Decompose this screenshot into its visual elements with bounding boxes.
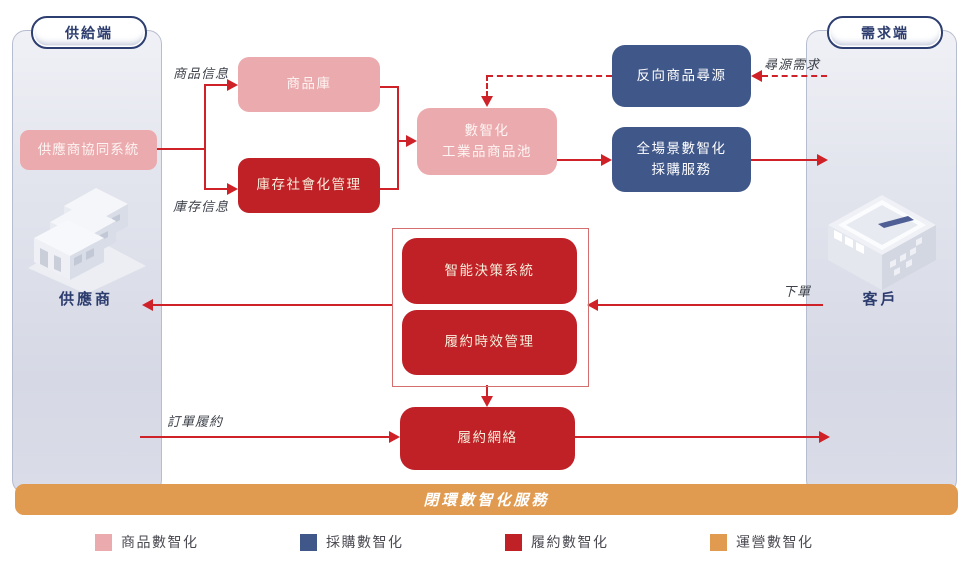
fulfillment-group-frame [392,228,589,387]
legend-item-procurement: 採購數智化 [300,532,404,552]
arrowhead-to-product-library [227,79,238,91]
arrowhead-network-to-customer [819,431,830,443]
customer-building-icon [820,178,945,293]
arrowhead-order-fulfillment [389,431,400,443]
legend-label-fulfillment: 履約數智化 [531,535,609,551]
arrow-order-fulfillment [140,436,390,438]
dashed-arrow-sourcing-to-pool-v [486,75,488,97]
arrow-to-pool [397,140,407,142]
arrow-to-product-library [204,84,228,86]
arrow-pool-to-procurement [557,159,602,161]
closed-loop-service-label: 閉環數智化服務 [423,491,550,509]
arrow-split-junction [204,84,206,190]
arrow-place-order [598,304,823,306]
fulfillment-network-box: 履約網絡 [400,407,575,470]
legend-swatch-fulfillment [505,533,522,551]
arrowhead-group-to-supplier [142,299,153,311]
arrow-merge-junction [397,86,399,190]
dashed-arrow-sourcing-demand [762,75,827,77]
arrow-inventory-out [380,188,399,190]
arrow-supplier-system-out [157,148,206,150]
digital-industrial-pool-box: 數智化 工業品商品池 [417,108,557,175]
demand-side-badge: 需求端 [827,16,943,49]
supply-side-badge: 供給端 [31,16,147,49]
closed-loop-service-bar: 閉環數智化服務 [15,484,958,515]
customer-entity-label: 客戶 [862,290,899,308]
inventory-info-label: 庫存信息 [173,200,230,215]
legend-swatch-operations [710,533,727,551]
arrowhead-place-order [587,299,598,311]
product-info-label: 商品信息 [173,67,230,82]
product-library-box: 商品庫 [238,57,380,112]
arrow-library-out [380,86,399,88]
fulfillment-timeliness-mgmt-box: 履約時效管理 [402,310,577,375]
arrow-network-to-customer [575,436,820,438]
inventory-socialized-mgmt-box: 庫存社會化管理 [238,158,380,213]
supplier-entity-label: 供應商 [58,290,113,308]
arrow-procurement-to-customer [751,159,818,161]
order-fulfillment-label: 訂單履約 [167,415,224,430]
full-scenario-procurement-box: 全場景數智化 採購服務 [612,127,751,192]
reverse-product-sourcing-box: 反向商品尋源 [612,45,751,107]
arrowhead-to-pool [406,135,417,147]
arrowhead-procurement-to-customer [817,154,828,166]
legend-swatch-procurement [300,533,317,551]
sourcing-demand-label: 尋源需求 [764,58,821,73]
legend-label-procurement: 採購數智化 [326,535,404,551]
arrowhead-sourcing-demand [751,70,762,82]
legend-item-fulfillment: 履約數智化 [505,532,609,552]
dashed-arrow-sourcing-to-pool-h [487,75,612,77]
warehouse-icon [24,180,151,294]
arrowhead-group-to-network [481,396,493,407]
legend-swatch-product [95,533,112,551]
demand-side-badge-label: 需求端 [861,25,909,42]
arrowhead-to-inventory-mgmt [227,183,238,195]
intelligent-decision-system-box: 智能決策系統 [402,238,577,304]
legend-label-product: 商品數智化 [121,535,199,551]
legend-item-operations: 運營數智化 [710,532,814,552]
place-order-label: 下單 [783,285,812,300]
legend-label-operations: 運營數智化 [736,535,814,551]
arrow-to-inventory-mgmt [204,188,228,190]
supply-side-badge-label: 供給端 [65,25,113,42]
arrow-group-to-network [486,385,488,397]
arrow-group-to-supplier [153,304,392,306]
arrowhead-pool-to-procurement [601,154,612,166]
legend-item-product: 商品數智化 [95,532,199,552]
supplier-collaboration-system-box: 供應商協同系統 [20,130,157,170]
arrowhead-sourcing-to-pool [481,96,493,107]
